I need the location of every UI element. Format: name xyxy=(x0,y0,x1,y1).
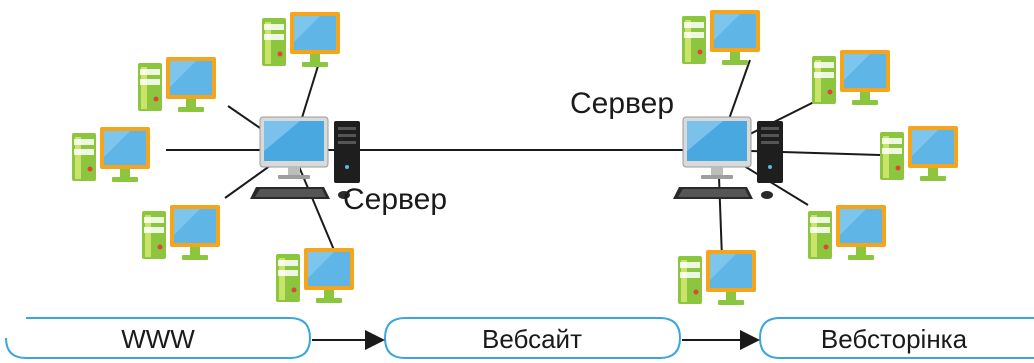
right-server-label: Сервер xyxy=(570,87,674,120)
right-server-icon xyxy=(672,116,784,200)
client-computer-icon xyxy=(142,205,220,260)
client-computer-icon xyxy=(880,126,958,181)
flow-step-webpage: Вебсторінка xyxy=(821,324,968,354)
client-computer-icon xyxy=(276,248,354,303)
client-computer-icon xyxy=(682,10,760,65)
client-computer-icon xyxy=(808,205,886,260)
client-computer-icon xyxy=(812,50,890,105)
flow-pills: WWW Вебсайт Вебсторінка xyxy=(5,317,1034,359)
left-server-label: Сервер xyxy=(343,183,447,216)
client-computer-icon xyxy=(72,127,150,182)
client-computer-icon xyxy=(262,12,340,67)
client-computer-icon xyxy=(678,250,756,305)
flow-step-www: WWW xyxy=(121,324,195,354)
client-computer-icon xyxy=(138,57,216,112)
flow-step-website: Вебсайт xyxy=(482,324,582,354)
